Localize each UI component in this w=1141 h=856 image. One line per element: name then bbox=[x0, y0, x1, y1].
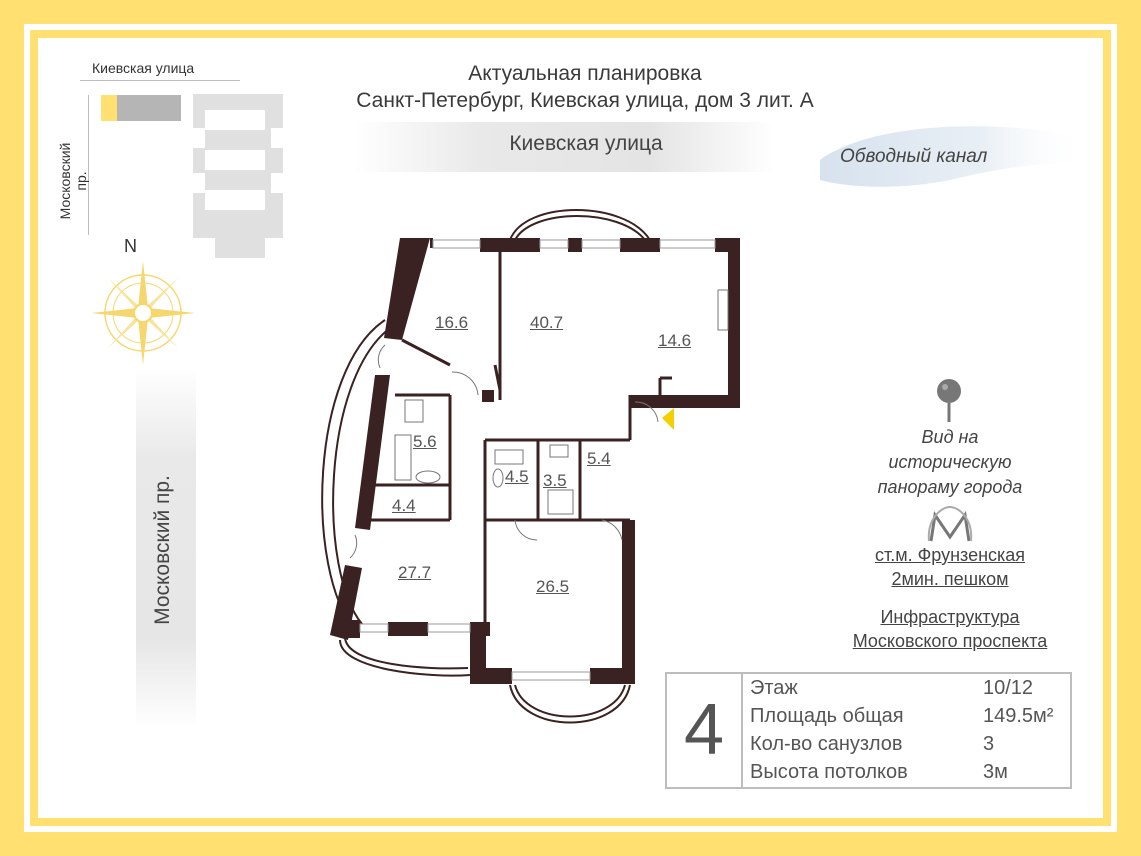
panorama-text-3: панораму города bbox=[877, 477, 1023, 497]
room-area: 3.5 bbox=[543, 471, 567, 490]
minimap-highlight bbox=[101, 95, 117, 121]
info-value-area: 149.5м² bbox=[983, 705, 1054, 727]
info-label-area: Площадь общая bbox=[750, 705, 904, 727]
minimap-divider bbox=[80, 80, 240, 81]
infra-link-1[interactable]: Инфраструктура bbox=[880, 607, 1020, 627]
page-subtitle: Санкт-Петербург, Киевская улица, дом 3 л… bbox=[356, 89, 814, 112]
room-area: 5.6 bbox=[413, 432, 437, 451]
compass-north-label: N bbox=[124, 236, 137, 256]
inner-frame bbox=[30, 30, 1111, 826]
info-value-ceiling: 3м bbox=[983, 761, 1008, 783]
minimap-divider-vertical bbox=[88, 95, 89, 235]
room-area: 5.4 bbox=[587, 449, 611, 468]
apartment-info-box bbox=[665, 672, 1072, 789]
compass-icon bbox=[91, 261, 195, 365]
info-value-floor: 10/12 bbox=[983, 677, 1034, 699]
metro-link-station[interactable]: ст.м. Фрунзенская bbox=[874, 545, 1026, 565]
minimap-street-top: Киевская улица bbox=[92, 60, 195, 76]
room-area: 27.7 bbox=[398, 563, 432, 582]
info-label-ceiling: Высота потолков bbox=[750, 761, 908, 783]
entrance-marker bbox=[662, 408, 674, 430]
minimap-building bbox=[101, 94, 283, 258]
room-area: 14.6 bbox=[658, 331, 692, 350]
info-value-bathrooms: 3 bbox=[983, 733, 995, 755]
room-area: 26.5 bbox=[536, 577, 570, 596]
page-title: Актуальная планировка bbox=[468, 62, 702, 85]
panorama-text-2: историческую bbox=[888, 452, 1012, 472]
metro-link-walk[interactable]: 2мин. пешком bbox=[891, 569, 1009, 589]
canal-water bbox=[820, 126, 1090, 187]
room-area: 16.6 bbox=[435, 313, 469, 332]
info-label-floor: Этаж bbox=[750, 677, 798, 699]
panorama-text-1: Вид на bbox=[921, 427, 979, 447]
minimap-street-side: Московский пр. bbox=[57, 142, 89, 220]
street-label-kievskaya: Киевская улица bbox=[509, 132, 663, 155]
metro-logo-icon bbox=[927, 505, 973, 542]
room-area: 40.7 bbox=[530, 313, 564, 332]
street-label-obvodny: Обводный канал bbox=[840, 146, 988, 167]
street-band-moskovsky bbox=[136, 368, 196, 728]
info-label-bathrooms: Кол-во санузлов bbox=[750, 733, 903, 755]
location-pin-icon bbox=[937, 379, 961, 422]
apartment-number: 4 bbox=[667, 674, 743, 787]
room-area: 4.5 bbox=[505, 467, 529, 486]
floor-plan bbox=[321, 209, 740, 724]
room-area: 4.4 bbox=[392, 496, 416, 515]
street-label-moskovsky: Московский пр. bbox=[151, 475, 174, 625]
street-band-kievskaya bbox=[355, 122, 775, 172]
infra-link-2[interactable]: Московского проспекта bbox=[852, 631, 1048, 651]
